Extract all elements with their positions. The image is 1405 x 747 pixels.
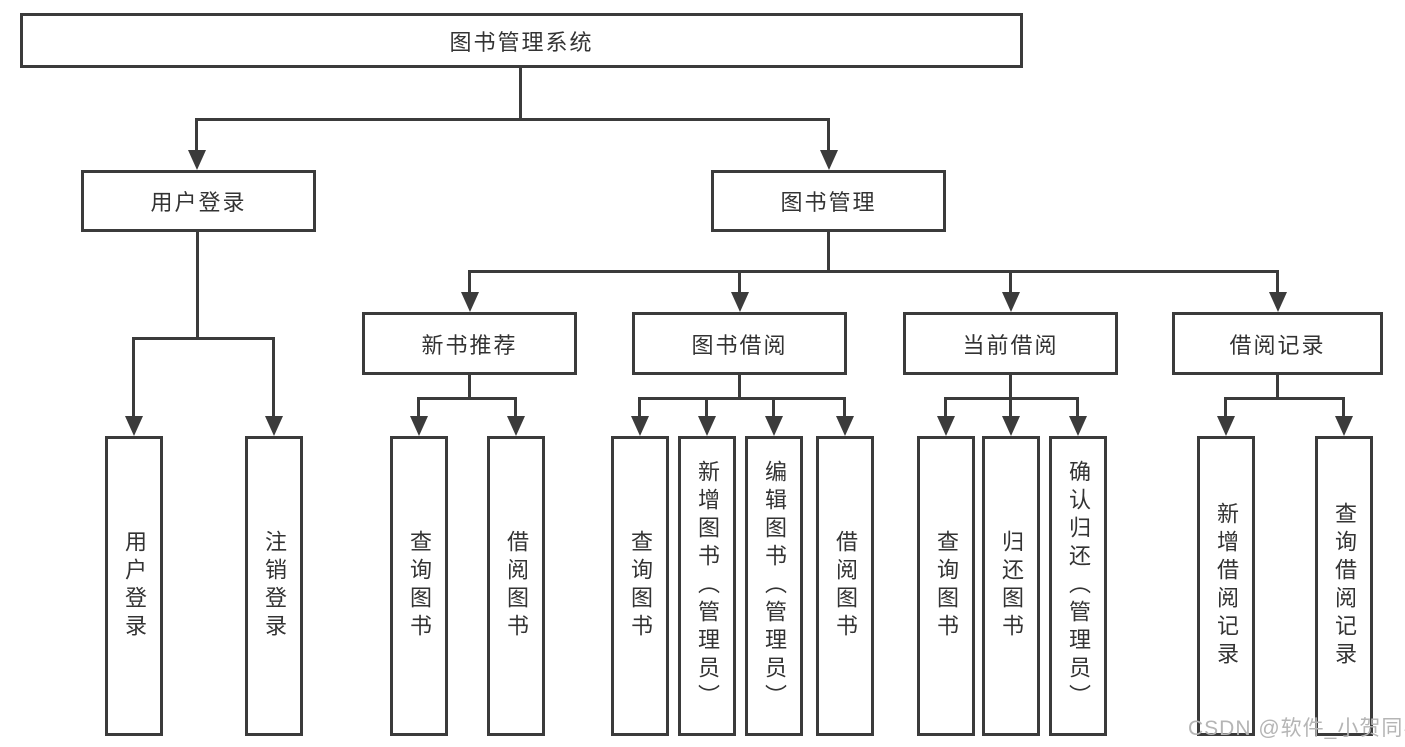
connector-arrow-br-borrow: [835, 397, 854, 436]
connector-newbook-bar: [417, 397, 517, 400]
leaf-current-query: 查询图书: [917, 436, 975, 736]
connector-arrow-br-query: [630, 397, 649, 436]
connector-arrow-borrow: [730, 270, 749, 312]
connector-arrow-br-add: [697, 397, 716, 436]
leaf-user-logout: 注销登录: [245, 436, 303, 736]
leaf-borrow-borrow: 借阅图书: [816, 436, 874, 736]
node-records-label: 借阅记录: [1229, 332, 1326, 358]
leaf-borrow-add-label: 新增图书（管理员）: [695, 460, 720, 712]
connector-arrow-br-edit: [764, 397, 783, 436]
connector-root-stem: [519, 68, 522, 121]
leaf-newbook-query: 查询图书: [390, 436, 448, 736]
connector-arrow-cu-confirm: [1068, 397, 1087, 436]
connector-borrow-bar: [638, 397, 846, 400]
leaf-records-query-label: 查询借阅记录: [1332, 502, 1357, 670]
connector-arrow-current: [1001, 270, 1020, 312]
node-user-login-label: 用户登录: [150, 190, 247, 215]
leaf-user-login: 用户登录: [105, 436, 163, 736]
node-book-mgmt: 图书管理: [711, 170, 946, 232]
connector-arrow-leaf-login: [124, 337, 143, 436]
connector-arrow-rc-query: [1334, 397, 1353, 436]
connector-arrow-book-mgmt: [819, 118, 838, 170]
connector-newbook-stem: [468, 375, 471, 400]
connector-borrow-stem: [738, 375, 741, 400]
leaf-current-query-label: 查询图书: [934, 530, 959, 642]
connector-arrow-rc-add: [1216, 397, 1235, 436]
connector-arrow-records: [1268, 270, 1287, 312]
leaf-newbook-borrow-label: 借阅图书: [504, 530, 529, 642]
leaf-current-return: 归还图书: [982, 436, 1040, 736]
connector-root-bar: [195, 118, 830, 121]
leaf-borrow-query: 查询图书: [611, 436, 669, 736]
node-newbook: 新书推荐: [362, 312, 577, 375]
connector-user-stem: [196, 232, 199, 340]
connector-arrow-cu-query: [936, 397, 955, 436]
leaf-current-confirm-label: 确认归还（管理员）: [1066, 460, 1091, 712]
leaf-records-add: 新增借阅记录: [1197, 436, 1255, 736]
connector-arrow-user-login: [187, 118, 206, 170]
csdn-watermark: CSDN @软件_小贺同学: [1188, 717, 1405, 740]
connector-arrow-nb-query: [409, 397, 428, 436]
leaf-current-confirm: 确认归还（管理员）: [1049, 436, 1107, 736]
connector-arrow-nb-borrow: [506, 397, 525, 436]
leaf-borrow-borrow-label: 借阅图书: [833, 530, 858, 642]
node-root-label: 图书管理系统: [449, 29, 594, 55]
node-book-mgmt-label: 图书管理: [780, 190, 877, 215]
connector-records-stem: [1276, 375, 1279, 400]
leaf-records-add-label: 新增借阅记录: [1214, 502, 1239, 670]
connector-mgmt-bar: [468, 270, 1279, 273]
node-borrow: 图书借阅: [632, 312, 847, 375]
node-borrow-label: 图书借阅: [691, 332, 788, 358]
connector-arrow-cu-return: [1001, 397, 1020, 436]
leaf-newbook-borrow: 借阅图书: [487, 436, 545, 736]
leaf-user-logout-label: 注销登录: [262, 530, 287, 642]
node-records: 借阅记录: [1172, 312, 1383, 375]
leaf-borrow-query-label: 查询图书: [628, 530, 653, 642]
node-current-label: 当前借阅: [962, 332, 1059, 358]
leaf-borrow-add: 新增图书（管理员）: [678, 436, 736, 736]
connector-arrow-newbook: [460, 270, 479, 312]
node-newbook-label: 新书推荐: [421, 332, 518, 358]
connector-user-bar: [132, 337, 275, 340]
leaf-current-return-label: 归还图书: [999, 530, 1024, 642]
node-user-login: 用户登录: [81, 170, 316, 232]
leaf-user-login-label: 用户登录: [122, 530, 147, 642]
node-current: 当前借阅: [903, 312, 1118, 375]
leaf-borrow-edit: 编辑图书（管理员）: [745, 436, 803, 736]
connector-arrow-leaf-logout: [264, 337, 283, 436]
leaf-records-query: 查询借阅记录: [1315, 436, 1373, 736]
node-root: 图书管理系统: [20, 13, 1023, 68]
leaf-borrow-edit-label: 编辑图书（管理员）: [762, 460, 787, 712]
connector-records-bar: [1224, 397, 1345, 400]
connector-mgmt-stem: [827, 232, 830, 273]
leaf-newbook-query-label: 查询图书: [407, 530, 432, 642]
connector-current-stem: [1009, 375, 1012, 400]
